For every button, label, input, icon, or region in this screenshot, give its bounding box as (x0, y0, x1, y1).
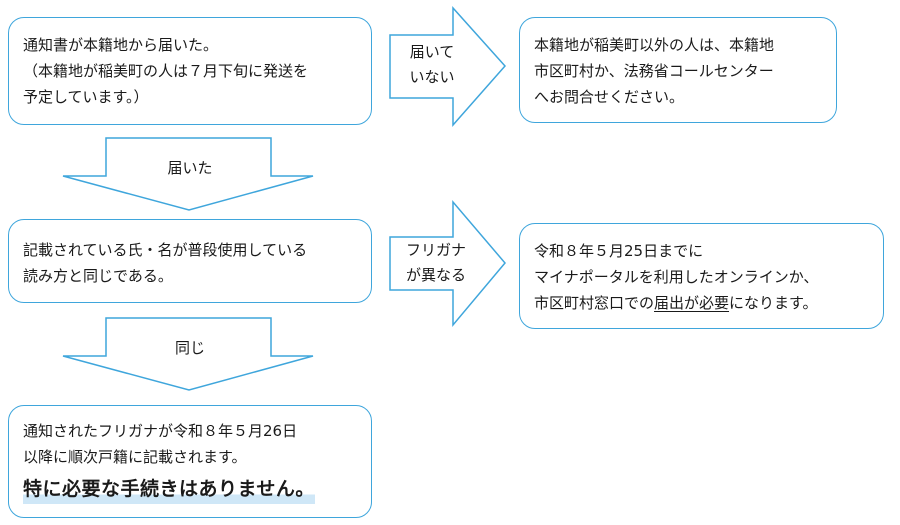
box-text: 以降に順次戸籍に記載されます。 (23, 448, 247, 466)
arrow-label-not-received: 届いて いない (409, 43, 455, 86)
box-text: （本籍地が稲美町の人は７月下旬に発送を (23, 62, 309, 80)
box-text: 市区町村か、法務省コールセンター (534, 62, 774, 80)
arrow-down-received (62, 137, 314, 211)
emphasis-text: 特に必要な手続きはありません。 (23, 474, 315, 504)
box-text: 通知されたフリガナが令和８年５月26日 (23, 422, 298, 440)
arrow-label-received: 届いた (167, 159, 213, 177)
notice-received-box: 通知書が本籍地から届いた。 （本籍地が稲美町の人は７月下旬に発送を 予定していま… (8, 17, 372, 125)
underlined-text: 届出が必要 (654, 294, 730, 312)
box-text: 市区町村窓口での届出が必要になります。 (534, 294, 818, 312)
box-text: 読み方と同じである。 (23, 267, 173, 285)
box-text: 令和８年５月25日までに (534, 242, 704, 260)
box-text: 本籍地が稲美町以外の人は、本籍地 (534, 36, 775, 54)
arrow-label-furigana-differs: フリガナ が異なる (405, 241, 466, 284)
reading-check-box: 記載されている氏・名が普段使用している 読み方と同じである。 (8, 219, 372, 303)
box-text: 記載されている氏・名が普段使用している (23, 241, 308, 259)
arrow-label-same: 同じ (174, 339, 205, 357)
box-text: 予定しています。） (23, 88, 149, 106)
arrow-right-furigana-differs (389, 199, 506, 328)
box-text: マイナポータルを利用したオンラインか、 (534, 268, 819, 286)
notification-required-box: 令和８年５月25日までに マイナポータルを利用したオンラインか、 市区町村窓口で… (519, 223, 884, 329)
other-domicile-box: 本籍地が稲美町以外の人は、本籍地 市区町村か、法務省コールセンター へお問合せく… (519, 17, 837, 123)
box-text: へお問合せください。 (534, 88, 685, 106)
arrow-right-not-received (389, 6, 507, 127)
no-action-box: 通知されたフリガナが令和８年５月26日 以降に順次戸籍に記載されます。 特に必要… (8, 405, 372, 518)
arrow-down-same (62, 317, 314, 391)
box-text: 通知書が本籍地から届いた。 (23, 36, 219, 54)
